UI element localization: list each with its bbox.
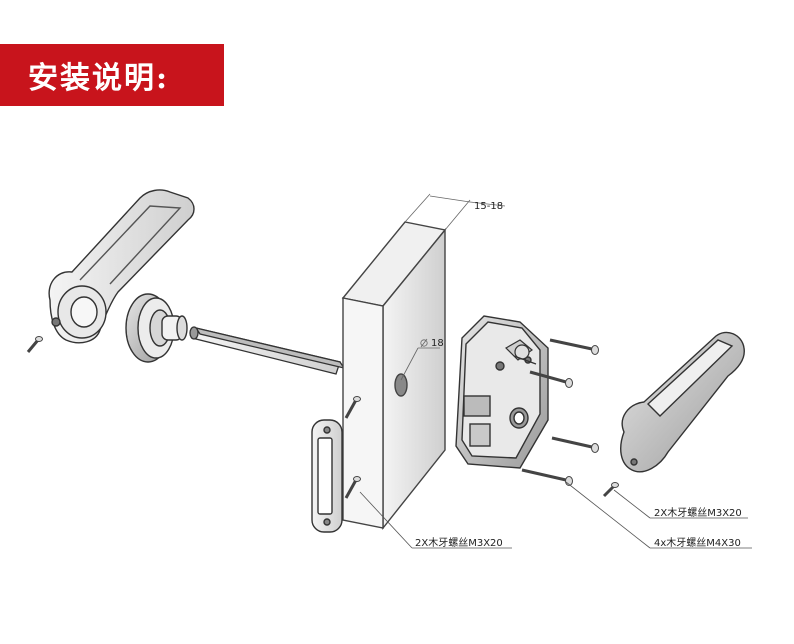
lock-screw-callout: 4x木牙螺丝M4X30 [654, 537, 741, 549]
strike-screw-bottom [344, 476, 361, 499]
lock-screw-3 [551, 436, 599, 453]
lock-screw-1 [549, 338, 599, 355]
handle-screw-callout: 2X木牙螺丝M3X20 [654, 507, 742, 519]
right-lever-handle [620, 331, 745, 473]
title-banner: 安装说明: [0, 44, 224, 106]
left-lever-handle [48, 189, 195, 344]
lock-body [455, 315, 549, 469]
page-title: 安装说明: [28, 61, 170, 96]
lock-screw-2 [529, 370, 573, 388]
strike-screw-top [344, 396, 361, 419]
strike-screw-callout: 2X木牙螺丝M3X20 [415, 537, 503, 549]
callout-leaders [359, 481, 752, 549]
right-small-screw [602, 482, 619, 498]
strike-plate [311, 419, 343, 533]
lock-screw-4 [521, 468, 573, 486]
left-small-screw [26, 336, 43, 353]
rosette [125, 293, 188, 363]
spindle [189, 326, 346, 375]
latch-spring [505, 339, 537, 365]
hole-diameter-label: 18 [431, 338, 444, 349]
door-panel [341, 221, 447, 531]
thickness-dimension [404, 193, 506, 231]
hole-dimension [400, 338, 440, 381]
thickness-label: 15-18 [474, 201, 503, 212]
